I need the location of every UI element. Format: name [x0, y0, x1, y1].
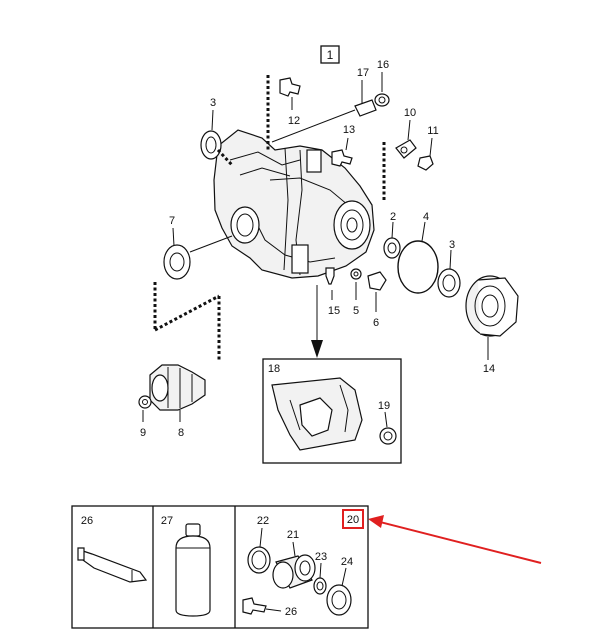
label-3-top: 3 [210, 97, 216, 109]
label-14: 14 [483, 363, 495, 375]
red-pointer-arrow [368, 515, 542, 564]
seal-ring-left [200, 130, 222, 160]
flange-14 [465, 275, 519, 337]
seal-ring-2 [383, 237, 401, 259]
highlight-ref-20: 20 [342, 509, 364, 529]
bolt-26 [242, 597, 267, 615]
seal-ring-right [437, 268, 461, 298]
label-21: 21 [287, 529, 299, 541]
label-26-bolt: 26 [285, 606, 297, 618]
seal-ring-24 [326, 584, 352, 616]
bolt-12 [279, 77, 301, 97]
label-8: 8 [178, 427, 184, 439]
seal-23 [313, 577, 327, 595]
main-ref-label: 1 [327, 48, 334, 62]
label-17: 17 [357, 67, 369, 79]
plug-6 [367, 271, 387, 291]
seal-ring-7 [163, 244, 191, 280]
bolt-19 [379, 427, 397, 445]
label-11: 11 [427, 125, 438, 137]
boot-8 [149, 364, 206, 411]
sealant-tube-26 [77, 547, 148, 583]
clip-10 [395, 139, 417, 159]
differential-housing [213, 129, 375, 279]
sleeve-21 [272, 554, 316, 589]
label-3-right: 3 [449, 239, 455, 251]
label-18: 18 [268, 363, 280, 375]
seal-ring-22 [247, 546, 271, 574]
nut-9 [138, 395, 152, 409]
washer-5 [350, 268, 362, 280]
label-26-tube: 26 [81, 515, 93, 527]
label-2: 2 [390, 211, 396, 223]
label-24: 24 [341, 556, 353, 568]
bolt-11 [417, 155, 434, 171]
label-10: 10 [404, 107, 416, 119]
label-19: 19 [378, 400, 390, 412]
service-kit-panel: 26 27 22 21 23 [71, 505, 369, 629]
bracket-kit-box-18: 18 19 [262, 358, 402, 464]
breather-16 [374, 93, 390, 107]
label-9: 9 [140, 427, 146, 439]
label-12: 12 [288, 115, 300, 127]
bolt-15 [325, 267, 335, 285]
label-23: 23 [315, 551, 327, 563]
label-15: 15 [328, 305, 340, 317]
label-6: 6 [373, 317, 379, 329]
label-5: 5 [353, 305, 359, 317]
label-27: 27 [161, 515, 173, 527]
main-ref-box: 1 [320, 45, 340, 64]
label-22: 22 [257, 515, 269, 527]
label-20: 20 [347, 514, 359, 526]
fluid-bottle-27 [175, 523, 211, 617]
label-16: 16 [377, 59, 389, 71]
breather-17 [354, 99, 377, 117]
label-4: 4 [423, 211, 429, 223]
o-ring-4 [397, 240, 439, 294]
label-13: 13 [343, 124, 355, 136]
label-7: 7 [169, 215, 175, 227]
bolt-13 [331, 149, 353, 167]
